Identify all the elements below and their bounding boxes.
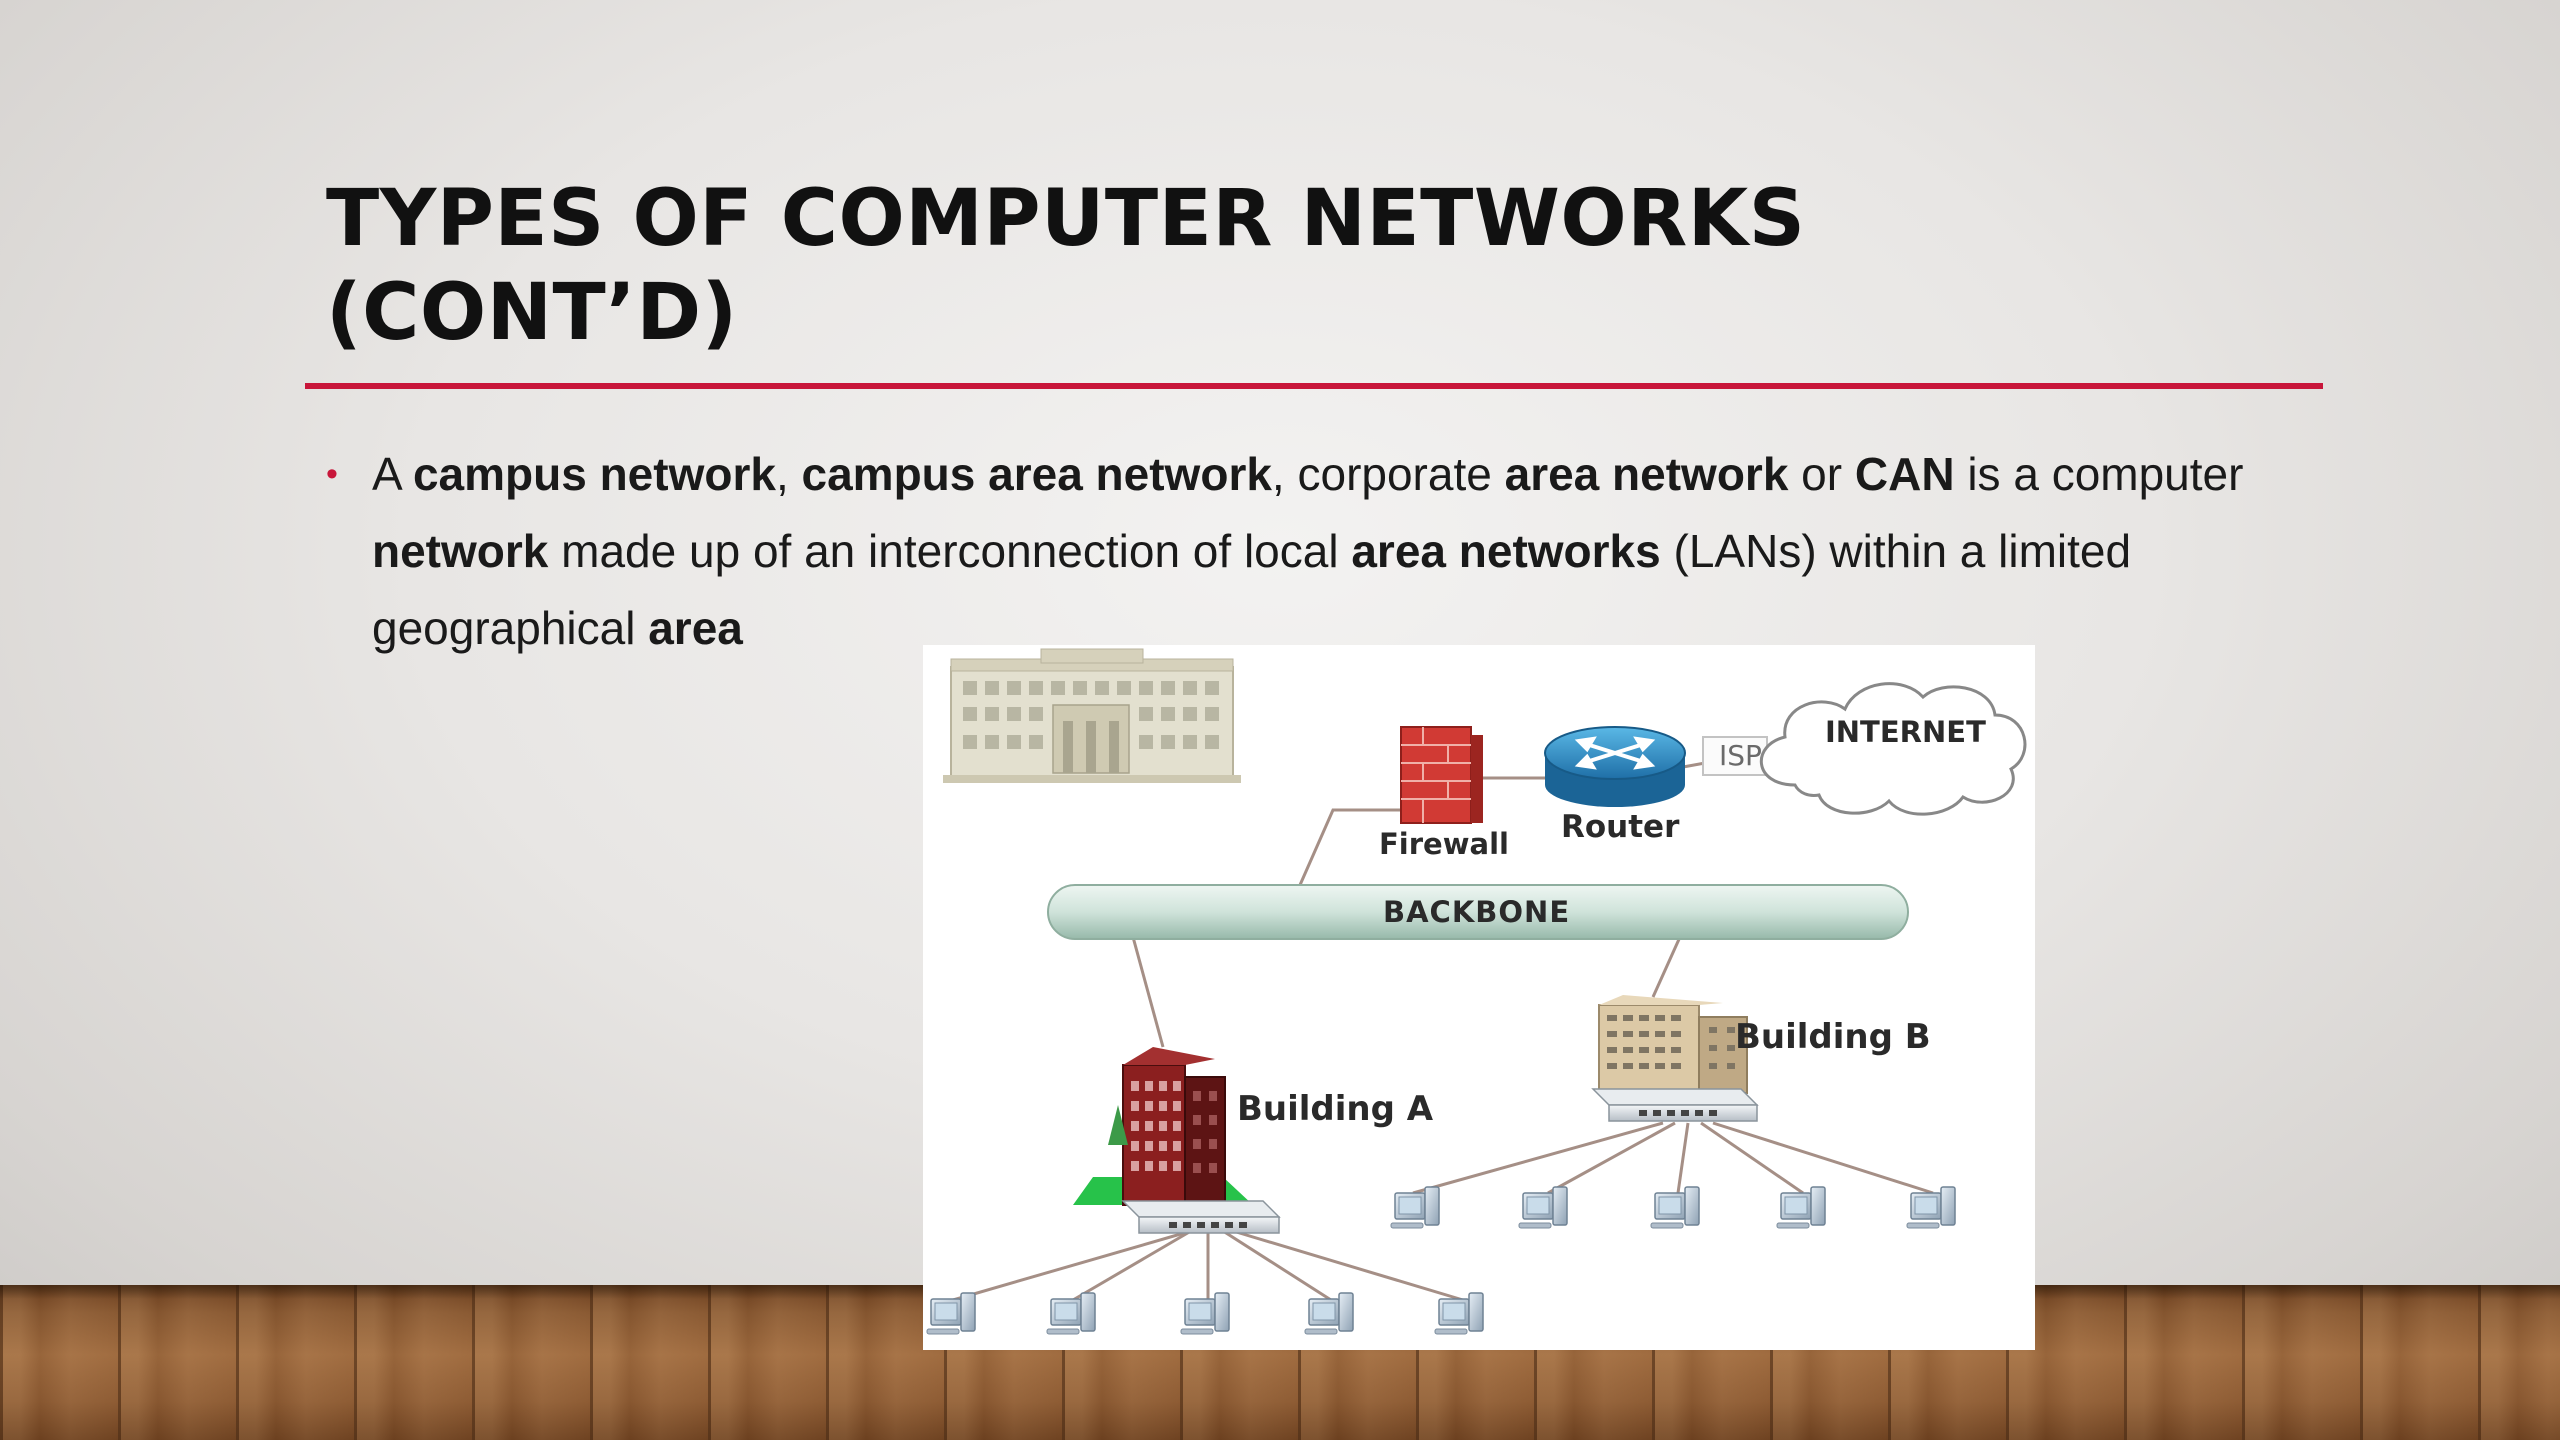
bullet-bold-area-networks: area networks xyxy=(1351,525,1661,577)
network-cables xyxy=(952,761,1934,1302)
bullet-item: • A campus network, campus area network,… xyxy=(326,436,2316,667)
router-label: Router xyxy=(1561,809,1680,845)
bullet-marker: • xyxy=(326,455,338,493)
slide-title-line-1: TYPES OF COMPUTER NETWORKS xyxy=(326,174,1806,264)
bullet-text-1: A xyxy=(372,448,413,500)
campus-network-diagram-graphic xyxy=(926,648,2027,1335)
bullet-bold-can: CAN xyxy=(1854,448,1955,500)
bullet-text-4: or xyxy=(1788,448,1855,500)
internet-cloud-icon xyxy=(1759,682,2027,816)
bullet-text-3: , corporate xyxy=(1271,448,1505,500)
backbone-bar xyxy=(1047,884,1909,940)
bullet-bold-network: network xyxy=(372,525,549,577)
firewall-label: Firewall xyxy=(1379,827,1509,861)
bullet-text-6: made up of an interconnection of local xyxy=(548,525,1352,577)
isp-box xyxy=(1702,736,1768,776)
university-building-icon xyxy=(943,648,1241,783)
firewall-icon xyxy=(1400,726,1483,824)
campus-network-diagram: Firewall Router ISP INTERNET BACKBONE Bu… xyxy=(923,645,2035,1350)
slide-title: TYPES OF COMPUTER NETWORKS (CONT’D) xyxy=(326,172,1805,360)
bullet-text-7: (LANs) within a limited geographical xyxy=(372,525,2132,654)
building-b-label: Building B xyxy=(1735,1017,1931,1057)
router-icon xyxy=(1544,726,1686,807)
bullet-bold-area-network: area network xyxy=(1504,448,1789,500)
slide-title-line-2: (CONT’D) xyxy=(326,268,738,358)
internet-label: INTERNET xyxy=(1825,715,1986,749)
isp-label: ISP xyxy=(1719,739,1762,772)
backbone-label: BACKBONE xyxy=(1383,895,1571,929)
bullet-bold-campus-area-network: campus area network xyxy=(801,448,1272,500)
bullet-text-5: is a computer xyxy=(1954,448,2244,500)
bullet-bold-area: area xyxy=(648,602,743,654)
workstations-building-a xyxy=(926,1292,1484,1335)
building-a-label: Building A xyxy=(1237,1089,1434,1129)
switch-a-icon xyxy=(1121,1200,1281,1234)
building-b-icon xyxy=(1598,995,1748,1094)
title-divider xyxy=(305,383,2323,389)
bullet-text: A campus network, campus area network, c… xyxy=(372,436,2316,667)
building-a-icon xyxy=(1073,1047,1253,1206)
bullet-text-2: , xyxy=(775,448,802,500)
workstations-building-b xyxy=(1390,1186,1956,1229)
switch-b-icon xyxy=(1591,1088,1759,1122)
bullet-bold-campus-network: campus network xyxy=(412,448,776,500)
